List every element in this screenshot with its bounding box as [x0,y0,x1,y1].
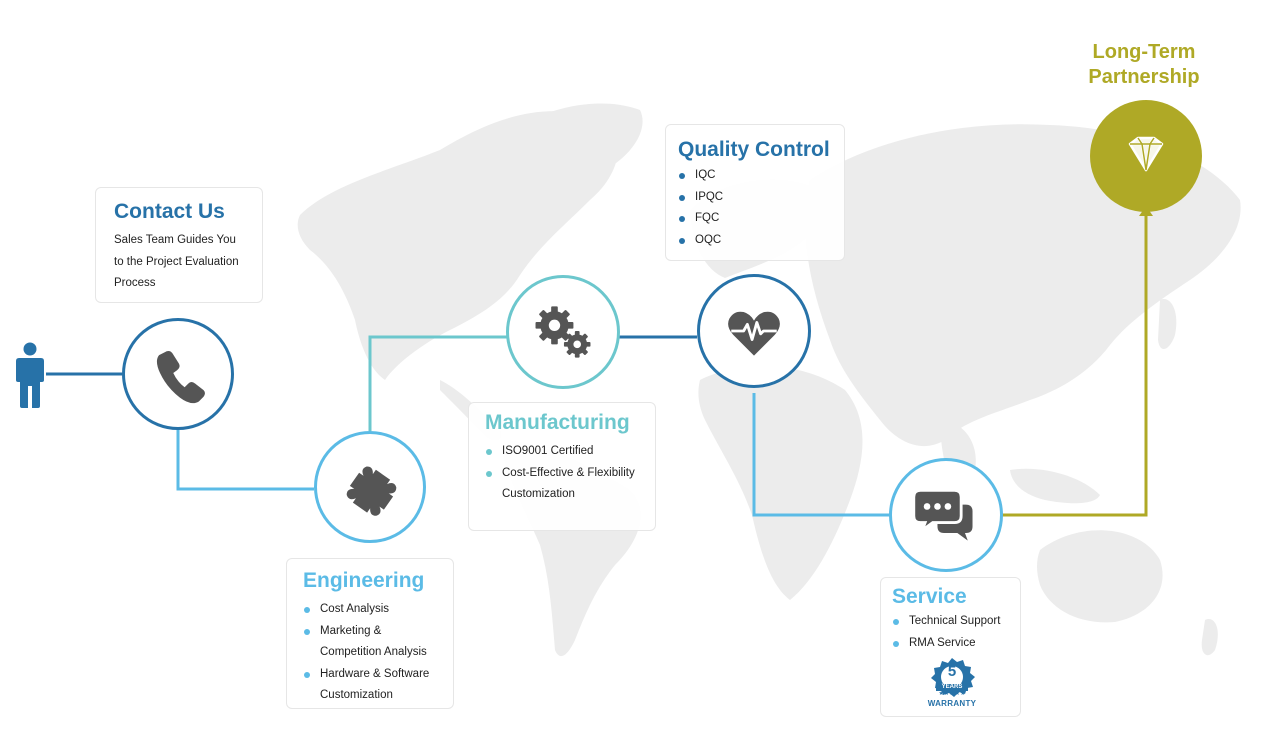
manufacturing-item: Cost-Effective & Flexibility Customizati… [485,463,639,506]
quality-control-node [697,274,811,388]
chat-bubbles-icon [912,488,973,541]
service-item: RMA Service [892,633,1009,655]
gears-icon [535,306,591,358]
warranty-number: 5 [947,663,957,680]
contact-us-title: Contact Us [114,200,225,223]
person-icon [16,342,44,408]
engineering-list: Cost Analysis Marketing & Competition An… [303,599,437,707]
contact-us-description: Sales Team Guides You to the Project Eva… [114,234,239,289]
warranty-badge: 5 YEARS ★★★★★ WARRANTY [923,657,981,713]
quality-control-list: IQC IPQC FQC OQC [678,165,832,251]
engineering-card: Engineering Cost Analysis Marketing & Co… [286,558,454,709]
contact-us-node [122,318,234,430]
connector-service-partnership [1002,215,1148,517]
warranty-stars-icon: ★★★★★ [938,691,966,697]
engineering-item: Hardware & Software Customization [303,664,437,707]
quality-control-item: FQC [678,208,832,230]
warranty-seal-icon [931,658,975,697]
manufacturing-item: ISO9001 Certified [485,441,639,463]
heart-pulse-icon [728,311,780,356]
quality-control-item: IPQC [678,187,832,209]
contact-us-card: Contact Us Sales Team Guides You to the … [95,187,263,303]
connector-quality-service [752,393,890,517]
manufacturing-card: Manufacturing ISO9001 Certified Cost-Eff… [468,402,656,531]
partnership-node [1090,100,1202,212]
service-card: Service Technical Support RMA Service 5 … [880,577,1021,717]
diamond-icon [1128,136,1164,172]
manufacturing-title: Manufacturing [485,411,630,434]
engineering-node [314,431,426,543]
service-title: Service [892,585,967,608]
puzzle-icon [346,466,397,516]
connector-contact-engineering [176,429,314,491]
warranty-label: WARRANTY [927,699,977,708]
quality-control-card: Quality Control IQC IPQC FQC OQC [665,124,845,261]
manufacturing-list: ISO9001 Certified Cost-Effective & Flexi… [485,441,639,506]
quality-control-item: IQC [678,165,832,187]
manufacturing-node [506,275,620,389]
service-node [889,458,1003,572]
connector-engineering-manufacturing [368,335,507,431]
service-item: Technical Support [892,611,1009,633]
engineering-title: Engineering [303,569,425,592]
service-list: Technical Support RMA Service [892,611,1009,654]
engineering-item: Cost Analysis [303,599,437,621]
partnership-title: Long-Term Partnership [1088,41,1200,88]
engineering-item: Marketing & Competition Analysis [303,621,437,664]
quality-control-item: OQC [678,230,832,252]
warranty-years: YEARS [941,684,963,690]
quality-control-title: Quality Control [678,138,830,161]
phone-icon [156,351,205,404]
